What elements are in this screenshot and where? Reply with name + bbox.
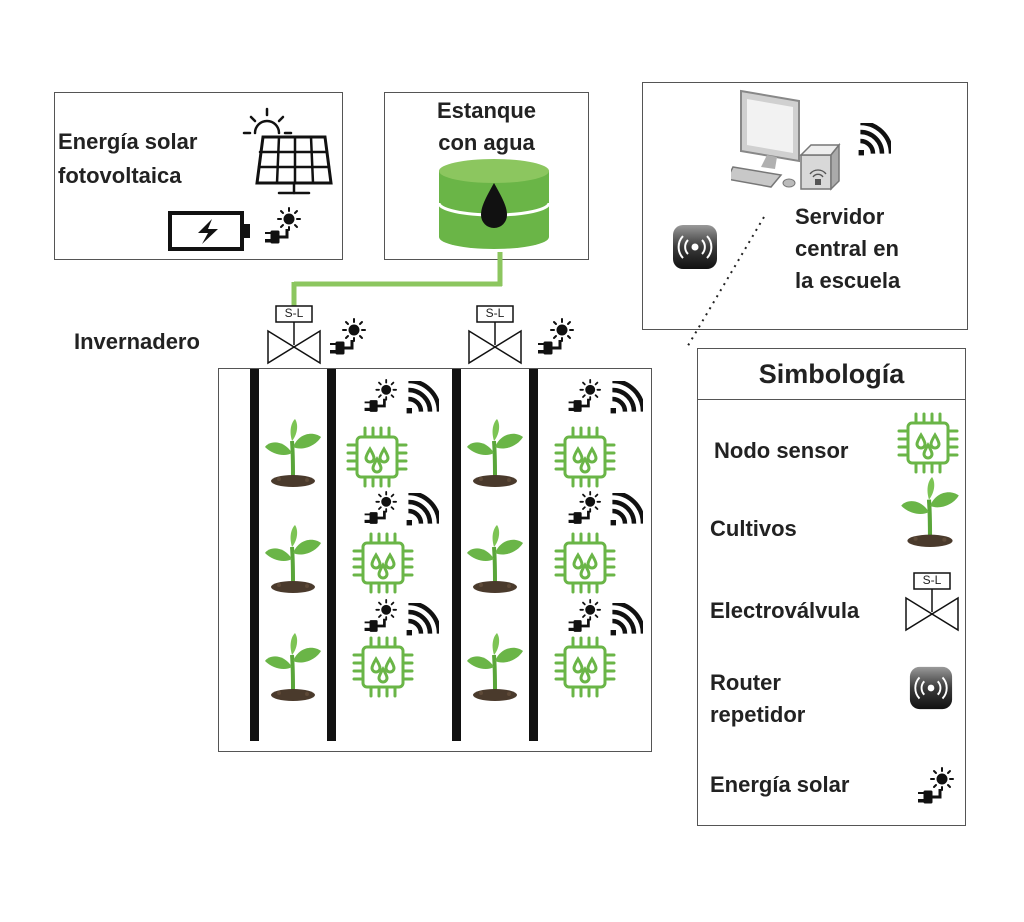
wifi-icon — [855, 123, 891, 159]
tank-title-line1: Estanque — [436, 98, 537, 123]
plant-icon — [263, 525, 323, 595]
solar-plug-icon — [326, 318, 366, 358]
legend-title: Simbología — [698, 349, 965, 400]
wifi-icon — [607, 493, 643, 529]
irrigation-line-1 — [250, 369, 259, 741]
solar-plug-icon — [261, 207, 301, 247]
plant-icon — [263, 633, 323, 703]
valve-tag-2: S-L — [485, 306, 505, 320]
water-pipe — [291, 252, 503, 306]
legend-valve-tag: S-L — [922, 573, 942, 587]
solenoid-valve-2: S-L — [467, 304, 523, 368]
solar-plug-icon — [361, 491, 397, 527]
water-tank-icon — [437, 157, 551, 253]
plant-icon — [465, 633, 525, 703]
server-title-line2: central en — [795, 236, 899, 261]
sensor-node-icon — [553, 425, 617, 489]
plant-icon — [263, 419, 323, 489]
wifi-icon — [403, 381, 439, 417]
solar-plug-icon — [361, 379, 397, 415]
solar-plug-icon — [565, 599, 601, 635]
valve-tag-1: S-L — [284, 306, 304, 320]
wifi-icon — [403, 493, 439, 529]
solar-plug-icon — [565, 491, 601, 527]
computer-icon — [731, 89, 851, 193]
sensor-node-icon — [896, 411, 960, 475]
sensor-node-icon — [351, 635, 415, 699]
solenoid-valve-icon: S-L — [904, 571, 960, 635]
irrigation-line-4 — [529, 369, 538, 741]
server-title-line3: la escuela — [795, 268, 901, 293]
plant-icon — [898, 477, 962, 549]
legend-label-valve: Electroválvula — [710, 598, 860, 623]
tank-title-line2: con agua — [438, 130, 535, 155]
greenhouse-area — [218, 368, 652, 752]
legend-label-crops: Cultivos — [710, 516, 797, 541]
wireless-link-line — [685, 216, 765, 350]
wifi-icon — [607, 603, 643, 639]
wifi-icon — [607, 381, 643, 417]
sensor-node-icon — [345, 425, 409, 489]
legend-label-solar: Energía solar — [710, 772, 850, 797]
greenhouse-label: Invernadero — [74, 329, 200, 354]
solar-plug-icon — [534, 318, 574, 358]
solar-plug-icon — [914, 767, 954, 807]
solar-energy-title-line2: fotovoltaica — [58, 163, 182, 188]
solar-plug-icon — [361, 599, 397, 635]
solar-panel-icon — [241, 103, 336, 198]
legend-label-router-line1: Router — [710, 670, 781, 695]
solenoid-valve-1: S-L — [266, 304, 322, 368]
wifi-icon — [403, 603, 439, 639]
irrigation-line-3 — [452, 369, 461, 741]
server-title-line1: Servidor — [795, 204, 885, 229]
sensor-node-icon — [553, 635, 617, 699]
router-icon — [908, 665, 954, 711]
solar-energy-box: Energía solar fotovoltaica — [54, 92, 343, 260]
solar-energy-title-line1: Energía solar — [58, 129, 198, 154]
legend-box: Simbología Nodo sensor Cultivos Electrov… — [697, 348, 966, 826]
irrigation-line-2 — [327, 369, 336, 741]
legend-label-sensor-node: Nodo sensor — [714, 438, 849, 463]
battery-icon — [168, 211, 252, 251]
plant-icon — [465, 525, 525, 595]
plant-icon — [465, 419, 525, 489]
legend-label-router-line2: repetidor — [710, 702, 806, 727]
sensor-node-icon — [351, 531, 415, 595]
solar-plug-icon — [565, 379, 601, 415]
central-server-box: Servidor central en la escuela — [642, 82, 968, 330]
sensor-node-icon — [553, 531, 617, 595]
water-tank-box: Estanque con agua — [384, 92, 589, 260]
